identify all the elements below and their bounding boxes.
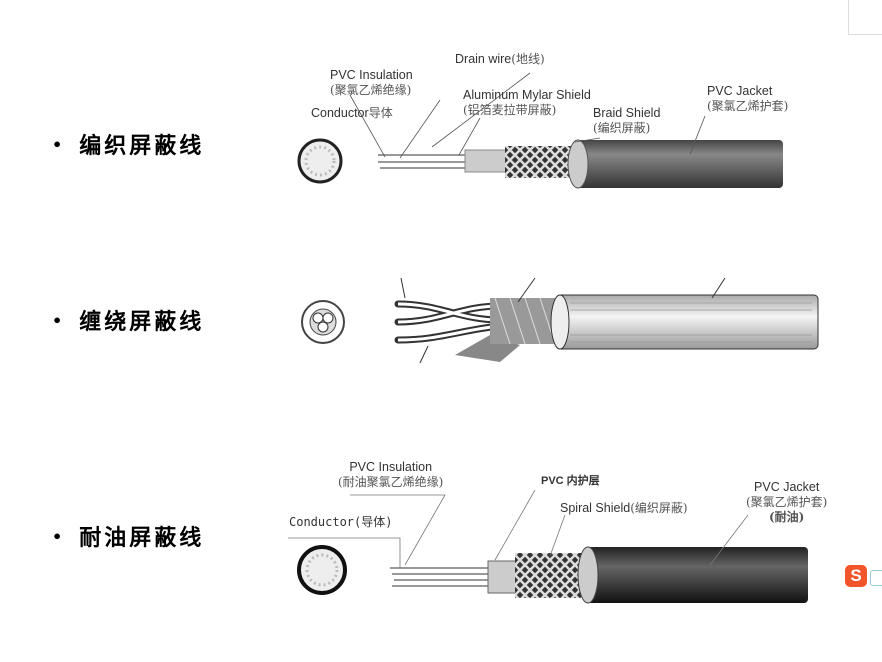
- bullet-text: 缠绕屏蔽线: [79, 309, 205, 335]
- label-pvc-inner-sheath: PVC 内护层: [541, 475, 600, 487]
- label-pvc-insulation-oil: PVC Insulation(耐油聚氯乙烯绝缘): [338, 460, 443, 490]
- label-zh: (聚氯乙烯护套): [746, 495, 828, 509]
- label-zh: 导体: [368, 106, 393, 120]
- bullet-text: 编织屏蔽线: [79, 133, 205, 159]
- wrapped-cable-drawing: [301, 277, 819, 364]
- label-zh: (聚氯乙烯护套): [707, 99, 789, 113]
- bullet-dot: •: [52, 527, 66, 546]
- bullet-dot: •: [52, 311, 66, 330]
- label-en: Drain wire: [455, 52, 512, 66]
- bullet-dot: •: [52, 135, 66, 154]
- label-zh: (编织屏蔽): [630, 501, 688, 515]
- label-en: Spiral Shield: [560, 501, 631, 515]
- label-zh: (铝箔麦拉带屏蔽): [463, 103, 557, 117]
- label-pvc-insulation: PVC Insulation(聚氯乙烯绝缘): [330, 68, 413, 98]
- label-aluminum-mylar-shield: Aluminum Mylar Shield(铝箔麦拉带屏蔽): [463, 88, 591, 118]
- label-spiral-shield: Spiral Shield(编织屏蔽): [560, 501, 688, 516]
- label-braid-shield: Braid Shield(编织屏蔽): [593, 106, 660, 136]
- bullet-oil-resistant-shield-cable: • 耐油屏蔽线: [52, 520, 204, 552]
- label-pvc-jacket: PVC Jacket(聚氯乙烯护套): [707, 84, 788, 114]
- label-pvc-jacket-oil: PVC Jacket(聚氯乙烯护套)(耐油): [746, 480, 827, 525]
- label-conductor: Conductor导体: [311, 106, 393, 121]
- sogou-ime-icon[interactable]: S: [845, 565, 867, 587]
- bullet-braided-shield-cable: • 编织屏蔽线: [52, 128, 204, 160]
- label-en: PVC Insulation: [349, 460, 433, 474]
- label-zh-oil: (耐油): [769, 510, 805, 524]
- oil-resistant-cable-drawing: [288, 489, 808, 604]
- label-drain-wire: Drain wire(地线): [455, 52, 545, 67]
- label-en: PVC Insulation: [330, 68, 413, 82]
- label-en: Aluminum Mylar Shield: [463, 88, 591, 102]
- label-conductor-oil: Conductor(导体): [289, 515, 393, 529]
- bullet-text: 耐油屏蔽线: [79, 525, 205, 551]
- label-en: PVC Jacket: [707, 84, 773, 98]
- label-en: Conductor: [311, 106, 369, 120]
- label-en: Braid Shield: [593, 106, 661, 120]
- label-en: PVC Jacket: [754, 480, 820, 494]
- label-zh: (聚氯乙烯绝缘): [330, 83, 412, 97]
- braided-cable-drawing: [297, 72, 783, 189]
- frame-corner: [848, 0, 882, 35]
- label-zh: (编织屏蔽): [593, 121, 651, 135]
- label-zh: (耐油聚氯乙烯绝缘): [338, 475, 444, 489]
- ime-toolbar-edge[interactable]: [870, 570, 882, 586]
- label-zh: (地线): [511, 52, 545, 66]
- bullet-wrapped-shield-cable: • 缠绕屏蔽线: [52, 304, 204, 336]
